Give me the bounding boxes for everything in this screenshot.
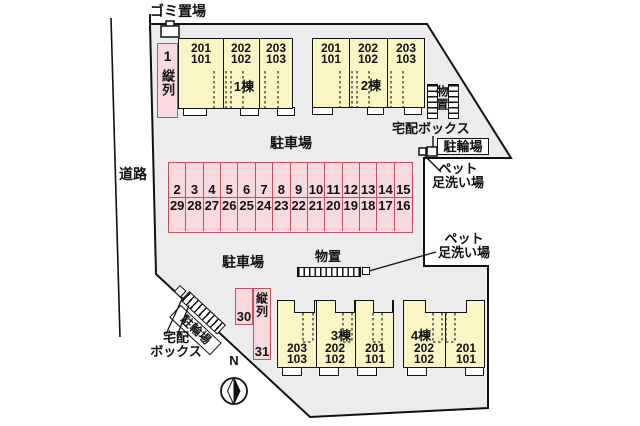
parking-space-6: 6	[238, 163, 256, 198]
parking-space-15: 15	[394, 163, 412, 198]
tandem-space-31: 縦列 31	[253, 288, 271, 360]
parking-space-2: 2	[169, 163, 187, 198]
garbage-area-icon	[160, 20, 180, 38]
parking-space-24: 24	[256, 197, 274, 231]
delivery-box-icons	[418, 136, 438, 157]
parking-space-18: 18	[360, 197, 378, 231]
entrance-notch	[425, 299, 467, 313]
parking-space-28: 28	[186, 197, 204, 231]
tandem-space-1: 1 縦列	[157, 43, 178, 118]
parking-space-14: 14	[377, 163, 395, 198]
storage-rack-icon	[448, 84, 459, 119]
space-number: 31	[254, 344, 270, 359]
parking-lot-label-top: 駐車場	[270, 135, 312, 151]
parking-space-9: 9	[290, 163, 308, 198]
parking-space-10: 10	[307, 163, 326, 198]
storage-right-label: 物置	[435, 85, 449, 111]
parking-space-26: 26	[221, 197, 239, 231]
parking-space-8: 8	[273, 163, 291, 198]
building-1-name: 1棟	[233, 79, 255, 94]
parking-space-4: 4	[203, 163, 222, 198]
tandem-label: 縦列	[254, 292, 269, 318]
parking-space-3: 3	[186, 163, 204, 198]
storage-bottom-label: 物置	[314, 249, 341, 264]
parking-space-17: 17	[377, 197, 395, 231]
parking-space-12: 12	[342, 163, 360, 198]
building-4-name: 4棟	[410, 328, 432, 343]
space-number: 30	[236, 309, 252, 324]
storage-rack-icon	[297, 267, 361, 277]
parking-space-23: 23	[273, 197, 291, 231]
pet-wash-station-icon	[362, 267, 370, 275]
tandem-label: 縦列	[160, 69, 175, 97]
building-3-name: 3棟	[330, 328, 352, 343]
compass-north-label: N	[229, 353, 239, 368]
parking-space-5: 5	[221, 163, 239, 198]
parking-space-27: 27	[204, 197, 222, 231]
bicycle-parking-top-label: 駐輪場	[437, 138, 489, 155]
pet-wash-label-1: ペット足洗い場	[431, 161, 484, 190]
parking-space-19: 19	[343, 197, 360, 231]
parking-lot-label-bottom: 駐車場	[222, 254, 264, 270]
road-label: 道路	[119, 166, 147, 182]
parking-space-22: 22	[291, 197, 308, 231]
space-number: 1	[163, 48, 172, 64]
building-2-name: 2棟	[360, 78, 382, 93]
tandem-space-30: 30	[235, 288, 253, 325]
parking-space-21: 21	[308, 197, 326, 231]
parking-space-29: 29	[169, 197, 187, 231]
delivery-box-bottom-label: 宅配ボックス	[150, 330, 202, 359]
delivery-box-top-label: 宅配ボックス	[392, 121, 470, 136]
entrance-notch	[335, 299, 355, 313]
entrance-notch	[373, 299, 393, 313]
garbage-area-label: ゴミ置場	[150, 3, 206, 19]
parking-space-11: 11	[325, 163, 343, 198]
parking-space-7: 7	[255, 163, 274, 198]
parking-space-20: 20	[325, 197, 343, 231]
parking-space-13: 13	[359, 163, 378, 198]
parking-space-16: 16	[396, 197, 411, 213]
compass-icon	[220, 376, 248, 406]
entrance-notch	[294, 299, 315, 313]
pet-wash-label-2: ペット足洗い場	[437, 231, 490, 260]
parking-space-25: 25	[238, 197, 256, 231]
